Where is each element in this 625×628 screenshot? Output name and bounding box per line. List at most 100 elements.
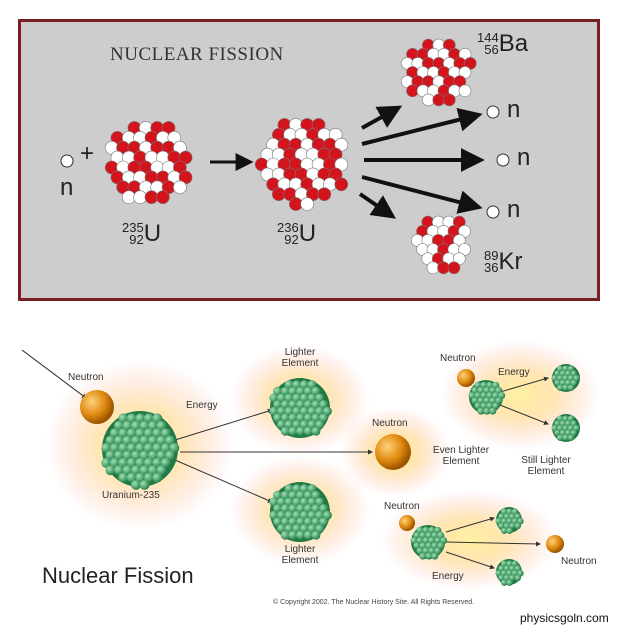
- still-lighter-nucleus-a: [551, 364, 580, 392]
- nucleon: [428, 526, 436, 534]
- nucleon: [495, 518, 502, 525]
- nucleon: [322, 406, 332, 416]
- nucleon: [288, 413, 298, 423]
- plus-sign: +: [80, 140, 95, 167]
- nucleon: [565, 429, 572, 437]
- nucleon: [288, 504, 298, 514]
- nucleon: [559, 420, 567, 427]
- nucleon: [307, 420, 317, 430]
- nucleon: [428, 547, 436, 555]
- nucleon: [148, 420, 158, 431]
- nucleon: [554, 420, 561, 427]
- nucleon: [565, 379, 572, 387]
- nucleon: [156, 435, 167, 446]
- nucleon: [434, 537, 442, 544]
- nucleon: [169, 443, 180, 453]
- nucleon: [480, 402, 488, 410]
- proton: [442, 93, 456, 107]
- nucleon: [514, 565, 521, 572]
- nucleon: [165, 450, 175, 461]
- nucleon: [477, 397, 485, 405]
- nucleon: [315, 497, 325, 507]
- site-watermark: physicsgoln.com: [520, 611, 609, 625]
- arrow-to-lighter-bottom: [174, 459, 273, 503]
- nucleon: [319, 504, 329, 514]
- still-lighter-nucleus-b: [551, 414, 580, 442]
- nucleon: [498, 574, 505, 582]
- nucleon: [105, 450, 116, 461]
- nucleon: [503, 574, 511, 582]
- nucleon: [135, 413, 146, 424]
- nucleon: [489, 407, 497, 415]
- product-neutron-label-2: n: [517, 144, 531, 171]
- nucleon: [425, 531, 433, 539]
- nucleon: [131, 465, 141, 476]
- nucleon: [156, 420, 167, 431]
- nucleon: [292, 393, 302, 403]
- nucleon: [567, 425, 575, 432]
- nucleon: [501, 518, 508, 525]
- nucleon: [311, 413, 321, 423]
- proton: [144, 190, 159, 204]
- nucleon: [437, 531, 445, 539]
- barium-nucleus: [400, 38, 477, 107]
- nucleon: [509, 574, 516, 582]
- nucleon: [299, 510, 309, 520]
- top-title: NUCLEAR FISSION: [110, 44, 284, 65]
- nucleon: [474, 381, 482, 389]
- nucleon: [492, 392, 500, 399]
- nucleon: [288, 517, 298, 527]
- nucleon: [495, 570, 502, 577]
- nucleon: [477, 386, 485, 394]
- product-neutron-label-3: n: [507, 196, 521, 223]
- nucleon: [299, 484, 309, 494]
- nucleon: [284, 393, 294, 403]
- nucleon: [135, 472, 146, 483]
- nucleon: [562, 375, 569, 382]
- neutron-label: n: [60, 174, 74, 201]
- nucleon: [480, 381, 488, 389]
- nucleon: [315, 406, 325, 416]
- label-neutron-tr: Neutron: [440, 353, 476, 364]
- nucleon: [299, 524, 309, 534]
- nucleon: [118, 457, 129, 468]
- arrow-br-2: [445, 541, 541, 547]
- nucleon: [284, 380, 294, 390]
- nucleon: [114, 435, 124, 446]
- nucleon: [474, 392, 482, 399]
- nucleon: [483, 407, 491, 415]
- nucleon: [101, 443, 112, 453]
- nucleon: [468, 392, 476, 399]
- nucleon: [492, 381, 500, 389]
- nucleon: [557, 415, 564, 422]
- nucleon: [440, 537, 448, 544]
- nucleon: [565, 420, 572, 427]
- nucleon: [299, 497, 309, 507]
- nucleon: [292, 380, 302, 390]
- nucleon: [292, 497, 302, 507]
- nucleon: [307, 524, 317, 534]
- nucleon: [165, 435, 175, 446]
- nucleon: [562, 434, 569, 441]
- nucleon: [156, 450, 167, 461]
- nucleon: [554, 429, 561, 437]
- nucleon: [303, 386, 313, 396]
- nucleon: [288, 490, 298, 500]
- nucleon: [152, 413, 163, 424]
- nucleon: [319, 413, 329, 423]
- nucleon: [126, 428, 137, 439]
- label-uranium: Uranium-235: [102, 490, 160, 501]
- nucleon: [114, 420, 124, 431]
- nucleon: [277, 393, 286, 403]
- nucleon: [122, 450, 133, 461]
- label-neutron-out: Neutron: [561, 556, 597, 567]
- arrow-to-ba: [361, 105, 403, 130]
- nucleon: [489, 397, 497, 405]
- top-arrows: [210, 105, 485, 219]
- nucleon: [303, 504, 313, 514]
- nucleon: [559, 370, 567, 377]
- nucleon: [413, 531, 421, 539]
- nucleon: [269, 393, 279, 403]
- nucleon: [299, 380, 309, 390]
- proton: [447, 261, 461, 275]
